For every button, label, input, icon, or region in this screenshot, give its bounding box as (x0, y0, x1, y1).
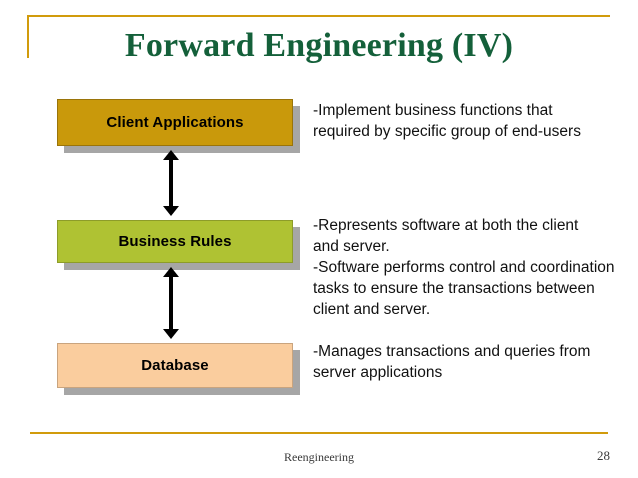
footer-page-number: 28 (597, 448, 610, 463)
description-business-rules: -Represents software at both the client … (313, 217, 615, 318)
diagram-box-label: Business Rules (118, 233, 232, 250)
description-database: -Manages transactions and queries from s… (313, 343, 591, 381)
frame-left-rule (27, 15, 29, 58)
frame-bottom-rule (30, 432, 608, 434)
diagram-box-label: Database (141, 357, 209, 374)
arrow-shaft (169, 275, 173, 331)
arrow-head-down-icon (163, 206, 179, 216)
description-client-applications: -Implement business functions that requi… (313, 102, 581, 140)
double-arrow-vertical-icon (163, 150, 179, 216)
frame-top-rule (27, 15, 610, 17)
footer-label: Reengineering (284, 450, 354, 464)
arrow-shaft (169, 158, 173, 208)
diagram-box-business-rules: Business Rules (57, 220, 293, 263)
page-title: Forward Engineering (IV) (124, 27, 514, 64)
diagram-box-client-applications: Client Applications (57, 99, 293, 146)
diagram-box-database: Database (57, 343, 293, 388)
diagram-box-label: Client Applications (106, 114, 244, 131)
double-arrow-vertical-icon (163, 267, 179, 339)
arrow-head-up-icon (163, 267, 179, 277)
arrow-head-up-icon (163, 150, 179, 160)
arrow-head-down-icon (163, 329, 179, 339)
